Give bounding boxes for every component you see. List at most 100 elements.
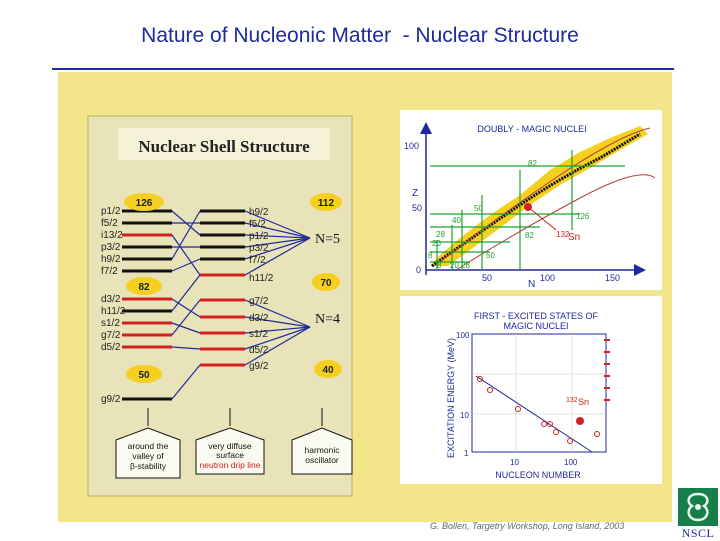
ruler-ticks — [604, 339, 610, 401]
right-level-label: s1/2 — [249, 329, 268, 340]
shell-title-box — [118, 128, 330, 160]
nscl-logo-icon — [678, 488, 718, 526]
page-title: Nature of Nucleonic Matter - Nuclear Str… — [141, 24, 579, 47]
box-text: harmonic — [305, 445, 341, 455]
left-level-label: f7/2 — [101, 266, 118, 277]
left-level-label: g9/2 — [101, 394, 121, 405]
magic-number-label: 70 — [320, 278, 332, 289]
box-text: around the — [128, 441, 169, 451]
sn132-point — [576, 417, 584, 425]
title-divider — [52, 68, 674, 70]
left-level-label: h9/2 — [101, 254, 121, 265]
right-level-label: g9/2 — [249, 361, 269, 372]
nuclide-mass: 132 — [556, 230, 570, 239]
magic-number-badge — [310, 193, 342, 211]
magic-number-badge — [312, 273, 340, 291]
right-level-label: h11/2 — [249, 273, 274, 284]
magic-label: 8 — [437, 261, 442, 270]
left-level-label: h11/2 — [101, 306, 126, 317]
sn132-pointer — [527, 206, 557, 231]
magic-number-label: 112 — [318, 198, 335, 209]
tick-label: 100 — [404, 141, 419, 151]
magic-label: 50 — [486, 251, 495, 260]
box-text-red: neutron drip line — [200, 460, 261, 470]
credit-text: G. Bollen, Targetry Workshop, Long Islan… — [430, 521, 625, 531]
magic-label: 28 — [436, 230, 445, 239]
data-point — [477, 376, 483, 382]
magic-number-badge — [314, 360, 342, 378]
data-point — [547, 421, 553, 427]
magic-label: 20 — [432, 239, 441, 248]
magic-label: 8 — [428, 251, 433, 260]
axis-label: N — [528, 279, 535, 290]
nuclide-mass: 132 — [566, 397, 578, 404]
magic-number-label: 126 — [136, 198, 153, 209]
magic-label: 126 — [576, 212, 590, 221]
data-point — [594, 431, 600, 437]
data-point — [553, 429, 559, 435]
data-point — [487, 387, 493, 393]
diffuse-surface-box — [195, 427, 265, 475]
left-level-label: i13/2 — [101, 230, 123, 241]
right-level-label: h9/2 — [249, 207, 269, 218]
neutron-drip-line — [455, 174, 656, 271]
trend-line — [475, 375, 593, 453]
doubly-magic-chart: DOUBLY - MAGIC NUCLEI Z N 100 50 0 50 10… — [400, 110, 662, 290]
excited-states-chart: FIRST - EXCITED STATES OF MAGIC NUCLEI E… — [400, 296, 662, 484]
right-level-label: f7/2 — [249, 255, 266, 266]
tick-label: 100 — [456, 331, 470, 340]
magic-number-badge — [126, 277, 162, 295]
right-level-label: d5/2 — [249, 345, 269, 356]
box-text: oscillator — [305, 455, 339, 465]
chart-title: FIRST - EXCITED STATES OF — [474, 311, 599, 321]
box-text: very diffuse — [208, 441, 252, 451]
left-level-label: s1/2 — [101, 318, 120, 329]
data-point — [567, 438, 573, 444]
magic-number-badge — [126, 365, 162, 383]
nuclide-symbol: Sn — [578, 397, 589, 407]
magic-label: 82 — [525, 231, 534, 240]
magic-label: 82 — [528, 159, 537, 168]
shell-label: N=5 — [315, 232, 340, 247]
axis-label: Z — [412, 188, 418, 199]
magic-number-grid — [430, 150, 625, 270]
magic-number-label: 82 — [138, 282, 150, 293]
magic-label: 28 — [461, 261, 470, 270]
harmonic-oscillator-box — [291, 427, 353, 475]
nscl-logo: NSCL — [678, 488, 718, 540]
right-level-label: p1/2 — [249, 231, 269, 242]
left-level-label: d5/2 — [101, 342, 121, 353]
tick-label: 50 — [482, 273, 492, 283]
box-text: surface — [216, 450, 244, 460]
box-text: valley of — [132, 451, 164, 461]
magic-label: 50 — [474, 204, 483, 213]
magic-number-label: 40 — [322, 365, 334, 376]
left-level-label: f5/2 — [101, 218, 118, 229]
tick-label: 1 — [464, 449, 469, 458]
left-level-label: g7/2 — [101, 330, 121, 341]
right-level-label: g7/2 — [249, 296, 269, 307]
left-level-label: p1/2 — [101, 206, 121, 217]
data-point — [515, 406, 521, 412]
tick-label: 100 — [540, 273, 555, 283]
axis-label: NUCLEON NUMBER — [495, 470, 581, 480]
tick-label: 10 — [510, 458, 519, 467]
shell-title: Nuclear Shell Structure — [138, 137, 310, 156]
box-text: β-stability — [130, 461, 167, 471]
tick-label: 150 — [605, 273, 620, 283]
magic-number-label: 50 — [138, 370, 150, 381]
chart-title: MAGIC NUCLEI — [503, 321, 568, 331]
shell-structure-diagram: Nuclear Shell Structure p1/2 f5/2 i13/2 … — [87, 115, 353, 497]
tick-label: 10 — [460, 411, 469, 420]
chart-title: DOUBLY - MAGIC NUCLEI — [477, 124, 586, 134]
right-level-label: f5/2 — [249, 219, 266, 230]
shell-label: N=4 — [315, 312, 340, 327]
magic-label: 20 — [450, 261, 459, 270]
tick-label: 50 — [412, 203, 422, 213]
nscl-logo-text: NSCL — [681, 526, 715, 540]
tick-label: 100 — [564, 458, 578, 467]
plot-area — [471, 333, 607, 453]
proton-drip-line — [439, 127, 651, 263]
tick-label: 0 — [416, 265, 421, 275]
